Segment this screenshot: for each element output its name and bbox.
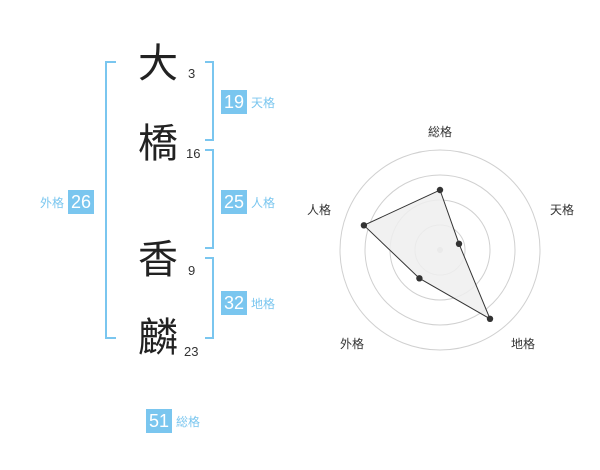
chikaku-badge: 32 地格 — [221, 291, 279, 315]
radar-points — [360, 186, 494, 322]
tenkaku-label: 天格 — [251, 95, 276, 110]
radar-point-5 — [360, 222, 368, 229]
radar-point-4 — [416, 275, 423, 282]
soukaku-label: 総格 — [176, 414, 201, 429]
chikaku-label: 地格 — [251, 296, 276, 311]
gaikaku-value: 26 — [68, 190, 95, 214]
soukaku-badge: 51 総格 — [146, 409, 204, 433]
gaikaku-label: 外格 — [40, 195, 65, 210]
radar-polygon — [363, 189, 492, 320]
name-char-2: 橋 — [138, 121, 178, 167]
jinkaku-label: 人格 — [251, 195, 276, 210]
radar-point-1 — [436, 186, 444, 194]
stroke-count-4: 23 — [184, 344, 199, 359]
radar-ring-3 — [364, 174, 516, 326]
tenkaku-badge: 19 天格 — [221, 90, 279, 114]
name-char-4: 麟 — [138, 315, 178, 361]
radar-axis-label-3: 地格 — [511, 337, 536, 351]
radar-ring-4 — [339, 149, 541, 351]
radar-axis-label-2: 天格 — [550, 203, 575, 217]
soukaku-value: 51 — [146, 409, 172, 433]
stroke-count-3: 9 — [188, 263, 196, 278]
jinkaku-badge: 25 人格 — [221, 190, 279, 214]
radar-point-2 — [455, 240, 463, 247]
jinkaku-value: 25 — [221, 190, 247, 214]
radar-shape — [363, 189, 492, 320]
tenkaku-value: 19 — [221, 90, 247, 114]
chikaku-value: 32 — [221, 291, 247, 315]
radar-axis-label-5: 人格 — [307, 203, 332, 217]
radar-axis-label-1: 総格 — [428, 125, 453, 139]
gaikaku-badge: 外格 26 — [36, 190, 95, 214]
radar-axis-label-4: 外格 — [340, 337, 365, 351]
name-char-3: 香 — [138, 237, 178, 283]
name-char-1: 大 — [138, 41, 178, 87]
stroke-count-1: 3 — [188, 66, 196, 81]
radar-point-3 — [486, 315, 494, 322]
stroke-count-2: 16 — [186, 146, 201, 161]
